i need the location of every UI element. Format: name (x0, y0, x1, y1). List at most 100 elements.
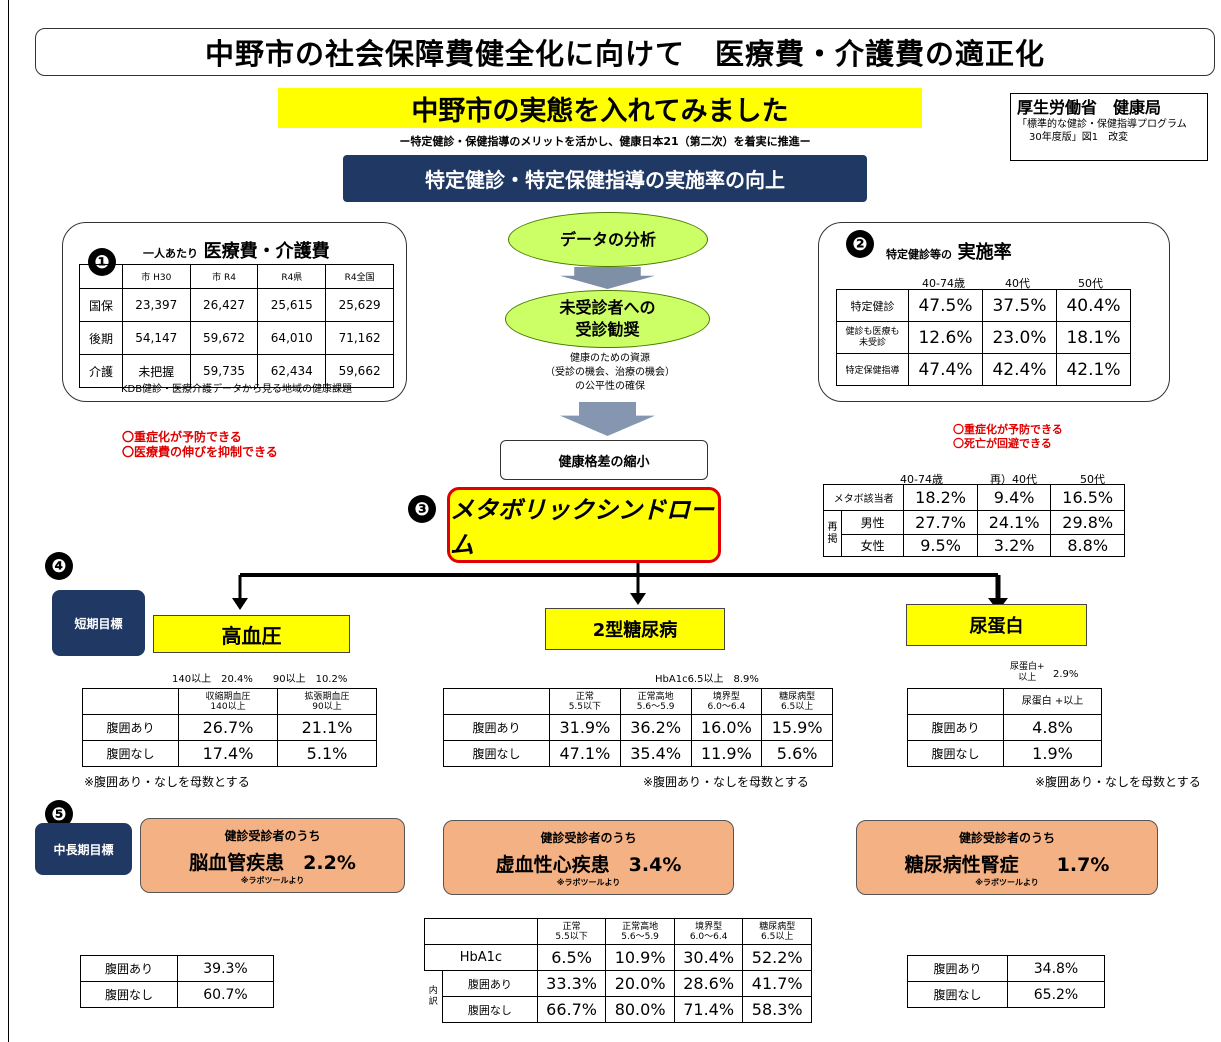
resource-text: 健康のための資源 （受診の機会、治療の機会） の公平性の確保 (510, 352, 710, 394)
table-cell: 腹囲なし (442, 996, 538, 1023)
table-cell: 24.1% (976, 510, 1052, 535)
cell-line: 6.0～6.4 (689, 931, 728, 942)
table-cell: 8.8% (1050, 534, 1125, 557)
outcome-box-heart: 健診受診者のうち 虚血性心疾患 3.4% ※ラボツールより (443, 820, 734, 895)
table-cell: 27.7% (903, 510, 978, 535)
table-cell: 25,629 (325, 288, 394, 322)
table-cell: 市 R4 (189, 264, 259, 289)
table-cell: 59,672 (189, 321, 259, 355)
table-cell: 腹囲なし (443, 740, 550, 767)
table-cell: 26,427 (189, 288, 259, 322)
table-cell (424, 918, 538, 945)
table-row: 腹囲なし 60.7% (80, 981, 274, 1008)
table-cell: 女性 (840, 534, 905, 557)
table-cell: 42.1% (1056, 353, 1131, 386)
table-cell: 腹囲あり (907, 955, 1008, 982)
cell-line: 正常高地 (622, 921, 659, 932)
up-note: ※腹囲あり・なしを母数とする (1035, 775, 1201, 789)
cell-line: 健診も医療も (845, 326, 900, 337)
rate-box-pre: 特定健診等の (886, 248, 952, 261)
table-cell: R4県 (257, 264, 327, 289)
effect-line: 〇重症化が予防できる (953, 423, 1063, 436)
proteinuria-box: 尿蛋白 (906, 604, 1087, 646)
cell-line: 140以上 (210, 701, 246, 712)
table-cell (79, 264, 123, 289)
bp-note: ※腹囲あり・なしを母数とする (84, 775, 250, 789)
table-cell: 41.7% (742, 970, 812, 997)
bp-stat: 140以上 20.4% 90以上 10.2% (172, 674, 348, 685)
cost-footnote: KDB健診・医療介護データから見る地域の健康課題 (120, 384, 353, 395)
table-cell: 腹囲なし (907, 740, 1004, 767)
table-cell (443, 688, 550, 715)
outcome-name: 虚血性心疾患 (495, 854, 610, 876)
table-cell: 腹囲なし (907, 981, 1008, 1008)
encourage-ellipse: 未受診者への受診勧奨 (505, 290, 710, 348)
table-cell: 腹囲なし (82, 740, 179, 767)
table-cell: 15.9% (761, 714, 833, 741)
table-cell: 5.1% (277, 740, 377, 767)
number-3: ❸ (408, 495, 436, 523)
metabolic-syndrome-box: メタボリックシンドローム (447, 487, 721, 563)
diabetes-box: 2型糖尿病 (545, 608, 725, 650)
cell-line: 拡張期血圧 (304, 691, 350, 702)
page-title: 中野市の社会保障費健全化に向けて 医療費・介護費の適正化 (35, 28, 1215, 76)
rate-col-header: 40-74歳 (922, 277, 965, 290)
table-cell: 1.9% (1003, 740, 1102, 767)
outcome-source: ※ラボツールより (556, 878, 621, 887)
outcome-pre: 健診受診者のうち (224, 829, 321, 843)
banner: 特定健診・特定保健指導の実施率の向上 (343, 155, 867, 202)
table-row: 腹囲あり 34.8% (907, 955, 1105, 982)
dm-note: ※腹囲あり・なしを母数とする (643, 775, 809, 789)
table-cell: 16.0% (690, 714, 763, 741)
table-cell: 尿蛋白 +以上 (1003, 688, 1102, 715)
table-row: 健診も医療も未受診 12.6% 23.0% 18.1% (836, 321, 1131, 354)
table-cell: 52.2% (742, 944, 812, 971)
table-cell: 23.0% (982, 321, 1057, 354)
table-cell: 特定保健指導 (836, 353, 909, 386)
table-cell: 21.1% (277, 714, 377, 741)
table-cell: 再掲 (823, 510, 842, 557)
table-cell: 腹囲あり (442, 970, 538, 997)
source-line2: 30年度版」図1 改変 (1029, 132, 1129, 143)
cell-line: 未受診 (858, 337, 886, 348)
table-cell: 47.4% (908, 353, 983, 386)
table-cell: 25,615 (257, 288, 327, 322)
mid-term-label: 中長期目標 (35, 823, 132, 875)
table-cell: 20.0% (605, 970, 675, 997)
effect-line: 〇医療費の伸びを抑制できる (122, 445, 278, 459)
table-cell: 5.6% (761, 740, 833, 767)
table-cell: 47.5% (908, 289, 983, 322)
table-row: 国保 23,397 26,427 25,615 25,629 (79, 288, 394, 322)
table-row: 腹囲あり 39.3% (80, 955, 274, 982)
table-row: HbA1c 6.5% 10.9% 30.4% 52.2% (424, 944, 812, 971)
up-stat-value: 2.9% (1053, 669, 1079, 680)
outcome-name: 脳血管疾患 (189, 852, 285, 874)
metabo-table: メタボ該当者 18.2% 9.4% 16.5% 再掲 男性 27.7% 24.1… (822, 484, 1125, 557)
table-cell: 80.0% (605, 996, 675, 1023)
metabo-col-header: 再）40代 (990, 473, 1037, 486)
effect-line: 〇重症化が予防できる (122, 430, 242, 444)
rate-box-title: 特定健診等の 実施率 (886, 238, 1012, 264)
cell-line: 正常 (575, 691, 594, 702)
table-cell: 腹囲あり (80, 955, 178, 982)
subtitle: 中野市の実態を入れてみました (278, 88, 922, 128)
rate-table: 特定健診 47.5% 37.5% 40.4% 健診も医療も未受診 12.6% 2… (836, 289, 1131, 386)
effect-line: 〇死亡が回避できる (953, 437, 1052, 450)
table-cell: 64,010 (257, 321, 327, 355)
table-row: 腹囲なし 47.1% 35.4% 11.9% 5.6% (443, 740, 833, 767)
cost-box-pre: 一人あたり (143, 247, 198, 260)
table-cell: 18.1% (1056, 321, 1131, 354)
stat-line: 尿蛋白+ (1010, 662, 1045, 672)
table-cell: 腹囲あり (907, 714, 1004, 741)
cell-line: 5.5以下 (555, 931, 588, 942)
cell-line: 糖尿病型 (759, 921, 796, 932)
outcome-value: 2.2% (303, 852, 356, 874)
source-title: 厚生労働省 健康局 (1017, 98, 1162, 117)
table-cell: 59,662 (325, 354, 394, 388)
